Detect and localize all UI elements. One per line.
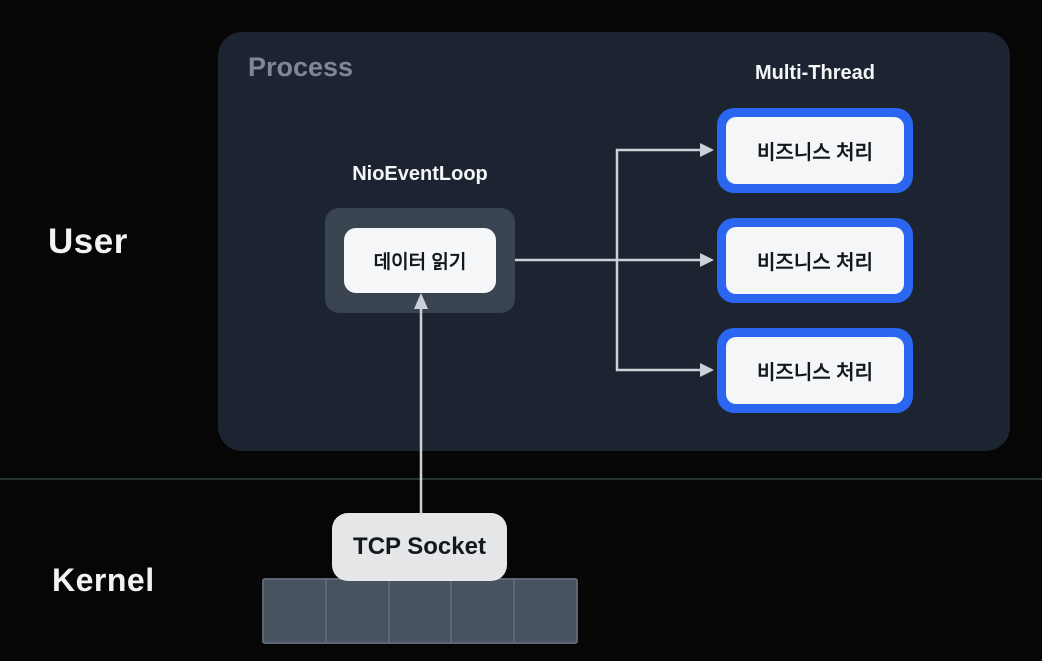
business-worker-label: 비즈니스 처리 (726, 117, 904, 184)
nio-event-loop-container: 데이터 읽기 (325, 208, 515, 313)
buffer-cell (452, 580, 516, 642)
read-data-box: 데이터 읽기 (344, 228, 496, 293)
business-worker-label: 비즈니스 처리 (726, 227, 904, 294)
nio-event-loop-title: NioEventLoop (352, 163, 488, 185)
user-space-label: User (48, 222, 128, 261)
buffer-cell (264, 580, 327, 642)
multi-thread-title: Multi-Thread (755, 62, 875, 84)
buffer-cell (515, 580, 576, 642)
business-worker-box: 비즈니스 처리 (717, 328, 913, 413)
user-kernel-divider (0, 478, 1042, 480)
business-worker-box: 비즈니스 처리 (717, 108, 913, 193)
process-title: Process (248, 52, 354, 82)
kernel-space-label: Kernel (52, 562, 155, 598)
business-worker-box: 비즈니스 처리 (717, 218, 913, 303)
buffer-cell (390, 580, 453, 642)
tcp-socket-box: TCP Socket (332, 513, 507, 581)
process-panel: Process NioEventLoop 데이터 읽기 Multi-Thread… (218, 32, 1010, 451)
socket-buffer-grid (262, 578, 578, 644)
buffer-cell (327, 580, 390, 642)
business-worker-label: 비즈니스 처리 (726, 337, 904, 404)
